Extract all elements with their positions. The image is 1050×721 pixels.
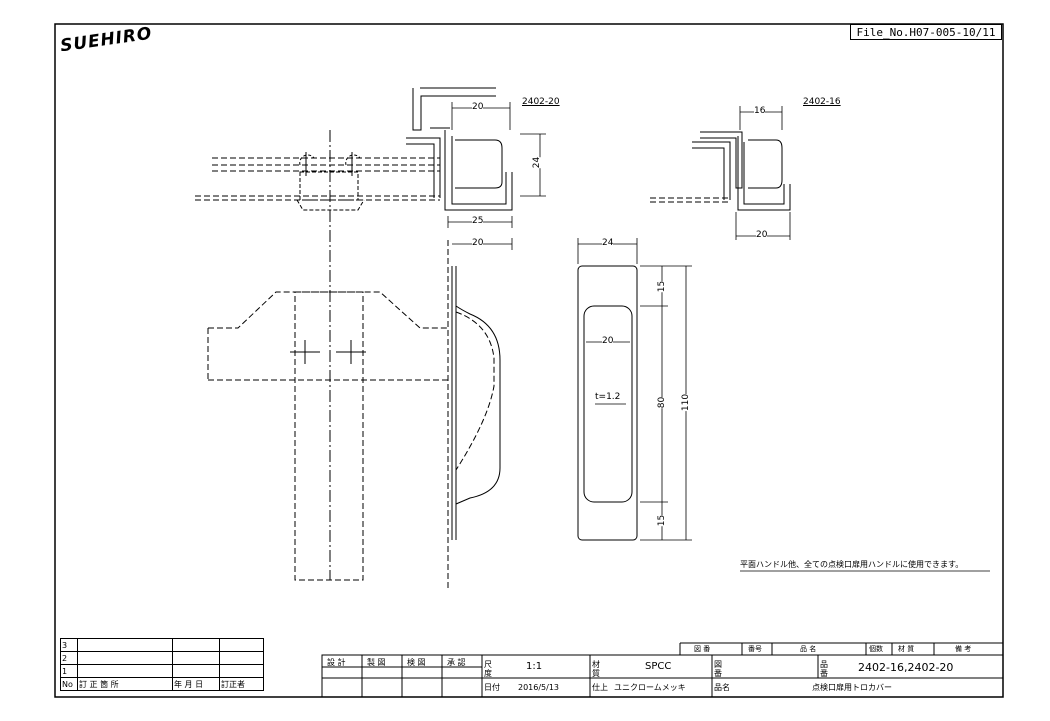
material-value: SPCC <box>645 661 672 672</box>
parts-header-number: 番号 <box>748 645 762 653</box>
dim-side-20: 20 <box>472 238 484 248</box>
front-view-hidden <box>207 291 448 581</box>
dim-front-20: 20 <box>602 336 614 346</box>
material-label: 材質 <box>592 660 600 678</box>
dim-front-80: 80 <box>657 396 668 409</box>
dim-top-25: 25 <box>472 216 484 226</box>
usage-note: 平面ハンドル他、全ての点検口扉用ハンドルに使用できます。 <box>740 560 964 569</box>
revision-row-no: 3 <box>60 638 78 652</box>
drawing-border <box>54 23 1004 698</box>
section-view-2402-16 <box>650 131 791 211</box>
scale-value: 1:1 <box>526 661 543 672</box>
thickness-label: t=1.2 <box>595 392 621 402</box>
product-name-value: 点検口扉用トロカバー <box>812 683 892 692</box>
dim-front-110: 110 <box>681 393 692 412</box>
stamp-design: 設 計 <box>327 658 346 667</box>
finish-value: ユニクロームメッキ <box>614 683 686 692</box>
section-view-2402-20 <box>195 87 513 580</box>
dimension-lines <box>447 102 990 572</box>
dim-top-20: 20 <box>472 102 484 112</box>
stamp-approve: 承 認 <box>447 658 466 667</box>
finish-label: 仕上 <box>592 683 608 692</box>
date-label: 日付 <box>484 683 500 692</box>
drawing-no-label: 図番 <box>714 660 722 678</box>
side-view <box>447 240 501 590</box>
dim-front-15-bottom: 15 <box>657 514 668 527</box>
part-label-2402-16: 2402-16 <box>803 97 841 107</box>
stamp-draft: 製 図 <box>367 658 386 667</box>
title-block-lines <box>321 642 1004 698</box>
scale-label: 尺度 <box>484 660 492 678</box>
dim-top-24: 24 <box>532 156 543 169</box>
parts-header-material: 材 質 <box>898 645 915 653</box>
date-value: 2016/5/13 <box>518 683 560 692</box>
part-label-2402-20: 2402-20 <box>522 97 560 107</box>
parts-header-name: 品 名 <box>800 645 817 653</box>
revision-header-editor: 訂正者 <box>219 677 264 691</box>
center-marks <box>290 340 366 364</box>
cover-front-view <box>577 265 638 541</box>
parts-header-qty: 個数 <box>869 645 883 653</box>
product-no-label: 品番 <box>820 660 828 678</box>
revision-row-no: 1 <box>60 664 78 678</box>
dim-front-15-top: 15 <box>657 280 668 293</box>
name-label: 品名 <box>714 683 730 692</box>
file-number: File_No.H07-005-10/11 <box>850 24 1002 40</box>
dim-right-16: 16 <box>754 106 766 116</box>
parts-header-drawing-no: 図 番 <box>694 645 711 653</box>
revision-header-location: 訂 正 箇 所 <box>77 677 173 691</box>
dim-right-20: 20 <box>756 230 768 240</box>
revision-header-no: No <box>60 677 78 691</box>
revision-header-date: 年 月 日 <box>172 677 220 691</box>
stamp-check: 検 図 <box>407 658 426 667</box>
product-no-value: 2402-16,2402-20 <box>858 661 954 674</box>
revision-row-no: 2 <box>60 651 78 665</box>
revision-table: 3 2 1 No 訂 正 箇 所 年 月 日 訂正者 <box>60 638 264 691</box>
parts-header-remarks: 備 考 <box>955 645 972 653</box>
dim-front-24: 24 <box>602 238 614 248</box>
